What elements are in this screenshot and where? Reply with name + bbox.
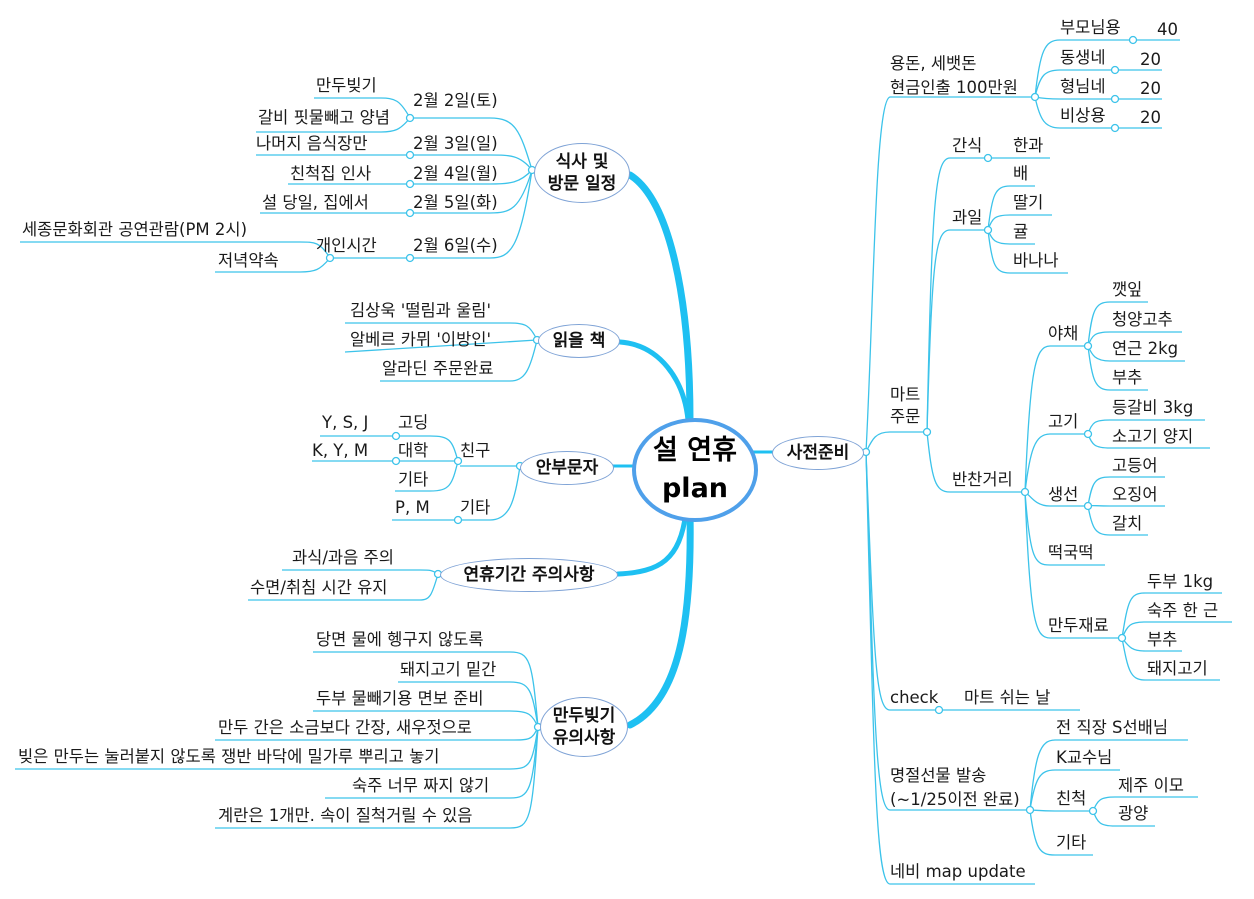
schedule-task[interactable]: 개인시간 — [316, 236, 377, 255]
fruit-item[interactable]: 귤 — [1013, 222, 1029, 241]
veg-item[interactable]: 연근 2kg — [1112, 339, 1179, 358]
central-topic[interactable]: 설 연휴 plan — [632, 418, 758, 522]
book-item[interactable]: 알라딘 주문완료 — [382, 359, 494, 378]
friend-names[interactable]: Y, S, J — [322, 413, 369, 432]
tip-item[interactable]: 만두 간은 소금보다 간장, 새우젓으로 — [218, 718, 472, 737]
check-item[interactable]: 마트 쉬는 날 — [964, 688, 1051, 707]
gift-relative[interactable]: 광양 — [1118, 804, 1149, 823]
greetings-friends[interactable]: 친구 — [460, 441, 491, 460]
schedule-subtask[interactable]: 세종문화회관 공연관람(PM 2시) — [22, 220, 248, 239]
tip-item[interactable]: 당면 물에 헹구지 않도록 — [316, 630, 484, 649]
fish-item[interactable]: 갈치 — [1112, 514, 1143, 533]
snack-item[interactable]: 한과 — [1013, 136, 1044, 155]
friend-group[interactable]: 대학 — [398, 441, 429, 460]
topic-greetings[interactable]: 안부문자 — [520, 451, 614, 485]
side-dumpling[interactable]: 만두재료 — [1048, 616, 1109, 635]
topic-books[interactable]: 읽을 책 — [538, 324, 620, 358]
fruit-item[interactable]: 배 — [1013, 164, 1029, 183]
schedule-task[interactable]: 설 당일, 집에서 — [262, 193, 369, 212]
greetings-other[interactable]: 기타 — [460, 498, 491, 517]
gift-relative[interactable]: 제주 이모 — [1118, 776, 1184, 795]
gift-recipient[interactable]: K교수님 — [1056, 748, 1113, 767]
prep-cash[interactable]: 용돈, 세뱃돈 현금인출 100만원 — [890, 54, 1018, 97]
side-fish[interactable]: 생선 — [1048, 485, 1079, 504]
schedule-subtask[interactable]: 저녁약속 — [218, 251, 279, 270]
prep-gifts[interactable]: 명절선물 발송 (~1/25이전 완료) — [890, 766, 1020, 809]
schedule-date[interactable]: 2월 6일(수) — [413, 236, 498, 255]
friend-names[interactable]: K, Y, M — [312, 441, 369, 460]
tip-item[interactable]: 계란은 1개만. 속이 질척거릴 수 있음 — [218, 806, 473, 825]
cash-amount[interactable]: 20 — [1140, 50, 1161, 69]
gift-recipient[interactable]: 전 직장 S선배님 — [1056, 718, 1169, 737]
prep-navi[interactable]: 네비 map update — [890, 862, 1026, 881]
prep-mart[interactable]: 마트 주문 — [890, 385, 921, 426]
caution-item[interactable]: 과식/과음 주의 — [292, 548, 394, 567]
cash-recipient[interactable]: 동생네 — [1060, 48, 1106, 67]
side-meat[interactable]: 고기 — [1048, 412, 1079, 431]
dumpling-item[interactable]: 돼지고기 — [1147, 659, 1208, 678]
schedule-date[interactable]: 2월 4일(월) — [413, 164, 498, 183]
dumpling-item[interactable]: 부추 — [1147, 630, 1178, 649]
cash-recipient[interactable]: 형님네 — [1060, 77, 1106, 96]
schedule-date[interactable]: 2월 5일(화) — [413, 193, 498, 212]
topic-dumpling-tips[interactable]: 만두빚기 유의사항 — [540, 697, 628, 757]
tip-item[interactable]: 두부 물빼기용 면보 준비 — [316, 689, 484, 708]
schedule-date[interactable]: 2월 2일(토) — [413, 91, 498, 110]
other-names[interactable]: P, M — [395, 498, 430, 517]
cash-amount[interactable]: 40 — [1157, 20, 1178, 39]
schedule-task[interactable]: 친척집 인사 — [290, 164, 372, 183]
cash-amount[interactable]: 20 — [1140, 108, 1161, 127]
tip-item[interactable]: 숙주 너무 짜지 않기 — [352, 776, 490, 795]
cash-amount[interactable]: 20 — [1140, 79, 1161, 98]
book-item[interactable]: 김상욱 '떨림과 울림' — [350, 301, 492, 320]
gift-recipient[interactable]: 친척 — [1056, 789, 1087, 808]
gift-recipient[interactable]: 기타 — [1056, 833, 1087, 852]
fish-item[interactable]: 고등어 — [1112, 456, 1158, 475]
side-ricecake[interactable]: 떡국떡 — [1048, 543, 1094, 562]
mart-snack[interactable]: 간식 — [952, 136, 983, 155]
cash-recipient[interactable]: 비상용 — [1060, 106, 1106, 125]
friend-group[interactable]: 기타 — [398, 470, 429, 489]
caution-item[interactable]: 수면/취침 시간 유지 — [250, 578, 388, 597]
schedule-task[interactable]: 갈비 핏물빼고 양념 — [258, 108, 390, 127]
schedule-date[interactable]: 2월 3일(일) — [413, 134, 498, 153]
schedule-task[interactable]: 만두빚기 — [316, 76, 377, 95]
central-topic-line2: plan — [661, 473, 729, 504]
dumpling-item[interactable]: 숙주 한 근 — [1147, 601, 1219, 620]
cash-recipient[interactable]: 부모님용 — [1060, 18, 1121, 37]
friend-group[interactable]: 고딩 — [398, 413, 429, 432]
meat-item[interactable]: 소고기 양지 — [1112, 427, 1194, 446]
side-veg[interactable]: 야채 — [1048, 324, 1079, 343]
fruit-item[interactable]: 딸기 — [1013, 193, 1044, 212]
fish-item[interactable]: 오징어 — [1112, 485, 1158, 504]
topic-caution[interactable]: 연휴기간 주의사항 — [440, 558, 618, 592]
mart-fruit[interactable]: 과일 — [952, 208, 983, 227]
topic-schedule[interactable]: 식사 및 방문 일정 — [534, 143, 630, 203]
central-topic-line1: 설 연휴 — [653, 435, 737, 466]
mart-side-dishes[interactable]: 반찬거리 — [952, 470, 1013, 489]
dumpling-item[interactable]: 두부 1kg — [1147, 572, 1214, 591]
veg-item[interactable]: 깻잎 — [1112, 280, 1143, 299]
prep-check[interactable]: check — [890, 688, 939, 707]
tip-item[interactable]: 빚은 만두는 눌러붙지 않도록 쟁반 바닥에 밀가루 뿌리고 놓기 — [18, 747, 440, 766]
schedule-task[interactable]: 나머지 음식장만 — [256, 134, 368, 153]
veg-item[interactable]: 부추 — [1112, 368, 1143, 387]
meat-item[interactable]: 등갈비 3kg — [1112, 398, 1194, 417]
book-item[interactable]: 알베르 카뮈 '이방인' — [350, 330, 492, 349]
veg-item[interactable]: 청양고추 — [1112, 310, 1173, 329]
topic-prep[interactable]: 사전준비 — [772, 436, 864, 470]
fruit-item[interactable]: 바나나 — [1013, 251, 1059, 270]
tip-item[interactable]: 돼지고기 밑간 — [400, 660, 497, 679]
